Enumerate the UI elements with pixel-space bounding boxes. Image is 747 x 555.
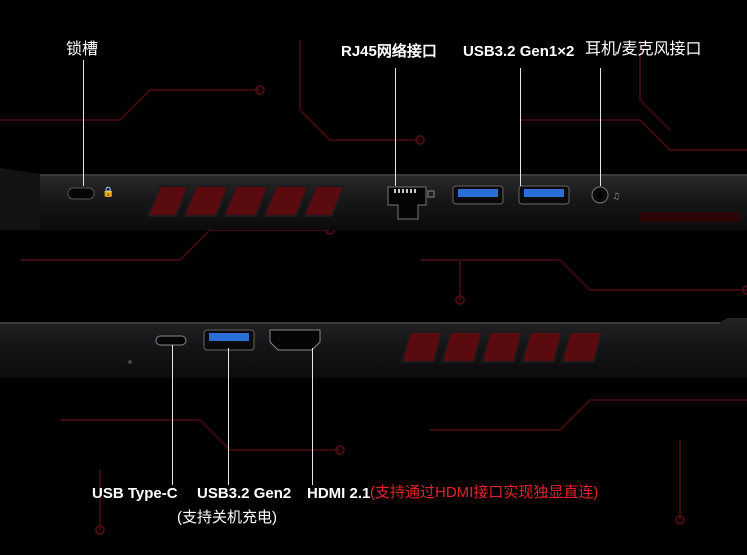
leader-lock (83, 60, 84, 186)
leader-audio (600, 68, 601, 186)
label-hdmi: HDMI 2.1 (307, 485, 371, 502)
label-usb-typec: USB Type-C (92, 485, 178, 502)
laptop-right-side (0, 318, 747, 378)
label-usb32-gen1: USB3.2 Gen1×2 (463, 43, 575, 60)
rj45-port (387, 186, 435, 220)
leader-rj45 (395, 68, 396, 186)
label-usb32-gen2-note: (支持关机充电) (177, 509, 277, 526)
usb-a-port-2 (518, 185, 570, 205)
label-rj45: RJ45网络接口 (341, 43, 437, 60)
label-audio-jack: 耳机/麦克风接口 (585, 41, 702, 58)
label-hdmi-note: (支持通过HDMI接口实现独显直连) (370, 484, 599, 501)
label-lock-slot: 锁槽 (66, 41, 99, 58)
label-usb32-gen2: USB3.2 Gen2 (197, 485, 292, 502)
leader-usb-gen1 (520, 68, 521, 186)
audio-jack: ♫ (591, 186, 620, 204)
leader-typec (172, 345, 173, 485)
leader-usb-gen2 (228, 348, 229, 485)
usb-a-port-1 (452, 185, 504, 205)
laptop-left-side (0, 168, 747, 230)
leader-hdmi (312, 348, 313, 485)
lock-icon: 🔒 (102, 187, 115, 198)
svg-text:♫: ♫ (612, 192, 620, 202)
